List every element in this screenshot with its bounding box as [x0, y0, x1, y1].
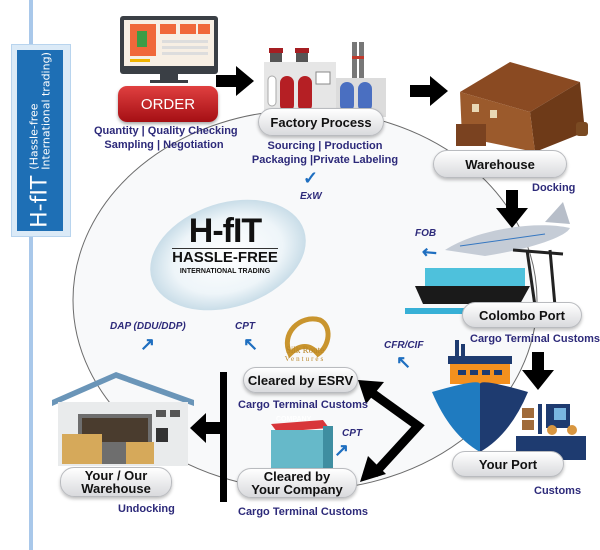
your-our-warehouse-label: Your / Our Warehouse	[60, 467, 172, 497]
checkmark-icon: ✓	[303, 168, 319, 188]
incoterm-cpt-company: CPT	[342, 428, 362, 439]
forklift-icon	[516, 404, 586, 460]
incoterm-fob: FOB	[415, 228, 437, 239]
cleared-by-company-line2: Your Company	[251, 482, 343, 497]
sidebar-line-top	[29, 0, 33, 44]
factory-caption: Sourcing | Production Packaging |Private…	[250, 139, 400, 167]
sidebar-panel	[17, 50, 63, 231]
incoterm-exw: ExW	[300, 191, 322, 202]
your-port-caption: Customs	[534, 485, 582, 497]
colombo-port-label: Colombo Port	[462, 302, 582, 328]
center-logo-line1: HASSLE-FREE	[172, 248, 278, 266]
colombo-port-caption: Cargo Terminal Customs	[470, 333, 600, 345]
warehouse-text: Warehouse	[465, 156, 535, 172]
order-caption: Quantity | Quality Checking Sampling | N…	[94, 124, 238, 152]
center-logo-line2: INTERNATIONAL TRADING	[179, 268, 271, 275]
cleared-by-company-text: Cleared by Your Company	[251, 470, 343, 496]
arrow-right-icon	[410, 76, 448, 106]
factory-process-text: Factory Process	[270, 114, 372, 130]
order-caption-line1: Quantity | Quality Checking	[94, 125, 238, 137]
center-logo: H-fIT HASSLE-FREE INTERNATIONAL TRADING	[160, 214, 290, 277]
factory-caption-line1: Sourcing | Production	[267, 140, 383, 152]
your-our-warehouse-caption: Undocking	[118, 503, 175, 515]
arrow-right-icon	[216, 66, 254, 96]
cleared-by-company-label: Cleared by Your Company	[237, 468, 357, 498]
factory-process-label: Factory Process	[258, 108, 384, 136]
arrow-down-icon	[496, 190, 528, 228]
company-building-icon	[271, 420, 333, 472]
incoterm-cfr-cif: CFR/CIF	[384, 340, 424, 351]
silk-route-logo-line2: Ventures	[284, 355, 326, 363]
arrow-down-icon	[522, 352, 554, 390]
order-button[interactable]: ORDER	[118, 86, 218, 122]
your-our-warehouse-line1: Your / Our	[84, 468, 148, 483]
incoterm-dap: DAP (DDU/DDP)	[110, 321, 186, 332]
center-logo-lens	[150, 199, 306, 311]
warehouse-caption: Docking	[532, 182, 576, 194]
cleared-by-esrv-label: Cleared by ESRV	[243, 367, 358, 393]
factory-caption-line2: Packaging |Private Labeling	[251, 154, 399, 166]
colombo-port-text: Colombo Port	[479, 307, 565, 323]
cleared-by-esrv-text: Cleared by ESRV	[247, 372, 354, 388]
order-button-label: ORDER	[140, 95, 196, 113]
split-arrow-icon	[358, 380, 425, 482]
warehouse-label: Warehouse	[433, 150, 567, 178]
order-caption-line2: Sampling | Negotiation	[104, 139, 224, 151]
company-sign: COMPANY	[276, 416, 312, 423]
arrow-left-icon	[190, 413, 224, 443]
silk-route-logo-text: Silk Route Ventures	[270, 346, 340, 364]
your-port-text: Your Port	[478, 456, 538, 472]
arrow-up-right-icon: ↖	[334, 440, 350, 460]
your-our-warehouse-text: Your / Our Warehouse	[81, 469, 151, 495]
cleared-by-company-line1: Cleared by	[263, 469, 331, 484]
arrow-up-left-icon: ↖	[396, 352, 412, 372]
divider-bar	[220, 372, 227, 502]
your-our-warehouse-line2: Warehouse	[81, 481, 151, 496]
wooden-warehouse-icon	[456, 62, 588, 152]
silk-route-ventures-logo	[284, 316, 331, 359]
cleared-by-company-caption: Cargo Terminal Customs	[238, 506, 368, 518]
sidebar-line-bottom	[29, 237, 33, 550]
silk-route-logo-line1: Silk Route	[285, 345, 325, 355]
incoterm-cpt-esrv: CPT	[235, 321, 255, 332]
modern-warehouse-icon	[52, 372, 194, 466]
center-logo-title: H-fIT	[188, 212, 262, 250]
your-port-label: Your Port	[452, 451, 564, 477]
arrow-up-right-icon: ↖	[140, 334, 156, 354]
cargo-ship-icon	[432, 340, 528, 452]
arrow-up-left-icon: ↖	[243, 334, 259, 354]
computer-monitor-icon	[120, 16, 218, 83]
cleared-by-esrv-caption: Cargo Terminal Customs	[238, 399, 368, 411]
